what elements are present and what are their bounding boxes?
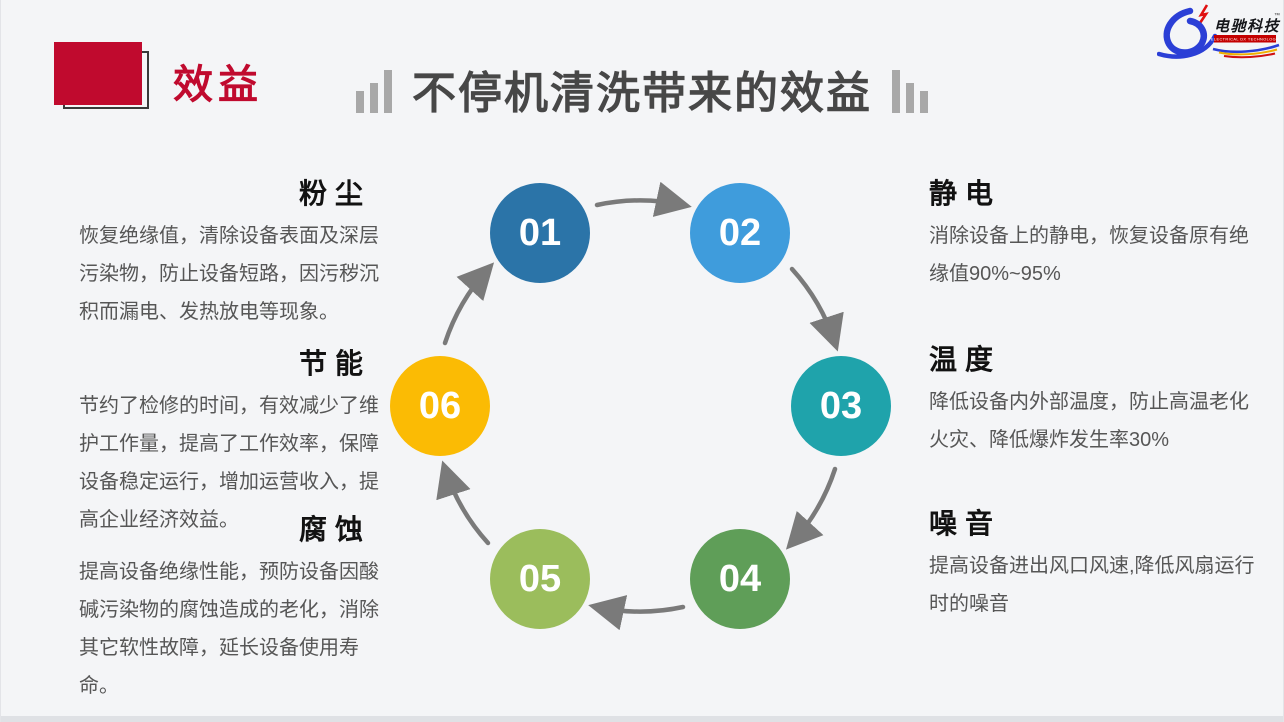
benefit-title: 温度	[929, 344, 1002, 375]
benefit-description: 节约了检修的时间，有效减少了维护工作量，提高了工作效率，保障设备稳定运行，增加运…	[79, 395, 379, 531]
title-accent-bars-right-icon	[892, 70, 928, 114]
page-title: 不停机清洗带来的效益	[412, 69, 872, 118]
benefit-block-corrosion: 腐蚀 提高设备绝缘性能，预防设备因酸碱污染物的腐蚀造成的老化，消除其它软性故障，…	[79, 508, 397, 705]
benefit-block-noise: 噪音 提高设备进出风口风速,降低风扇运行时的噪音	[929, 502, 1261, 623]
benefit-description: 恢复绝缘值，清除设备表面及深层污染物，防止设备短路，因污秽沉积而漏电、发热放电等…	[79, 225, 379, 323]
arrow-01-02	[594, 181, 692, 217]
arrow-02-03	[789, 266, 844, 352]
arrow-03-04	[785, 466, 838, 550]
benefit-block-dust: 粉尘 恢复绝缘值，清除设备表面及深层污染物，防止设备短路，因污秽沉积而漏电、发热…	[79, 172, 397, 331]
logo-brand-text: 电驰科技	[1214, 18, 1281, 35]
logo-stripe-red	[1223, 52, 1276, 59]
cycle-node-03: 03	[791, 356, 891, 456]
section-marker-block	[54, 42, 142, 105]
logo-tagline-text: ELECTRICAL DX TECHNOLOGY	[1211, 37, 1279, 42]
arrow-06-01	[442, 262, 495, 346]
arrow-05-06	[436, 460, 491, 546]
cycle-node-01: 01	[490, 183, 590, 283]
logo-tm-mark: ™	[1274, 12, 1280, 19]
benefit-block-static: 静电 消除设备上的静电，恢复设备原有绝缘值90%~95%	[929, 172, 1261, 293]
node-number: 03	[819, 384, 863, 427]
bottom-edge-strip	[1, 716, 1283, 722]
section-label: 效益	[173, 63, 263, 107]
benefit-title: 节能	[298, 348, 371, 379]
benefit-description: 提高设备进出风口风速,降低风扇运行时的噪音	[929, 555, 1255, 615]
logo-tagline-banner	[1214, 35, 1276, 43]
benefit-title: 粉尘	[298, 178, 371, 209]
benefit-title: 静电	[929, 178, 1002, 209]
lightning-icon	[1196, 4, 1209, 27]
benefit-title: 噪音	[929, 508, 1002, 539]
logo-d-swoosh	[1163, 7, 1208, 56]
node-number: 04	[718, 557, 762, 600]
benefit-block-temperature: 温度 降低设备内外部温度，防止高温老化火灾、降低爆炸发生率30%	[929, 338, 1261, 459]
node-number: 01	[518, 211, 562, 254]
cycle-node-06: 06	[390, 356, 490, 456]
node-number: 06	[418, 384, 462, 427]
benefit-description: 降低设备内外部温度，防止高温老化火灾、降低爆炸发生率30%	[929, 391, 1249, 451]
logo-stripe-blue	[1212, 43, 1280, 54]
logo-stripe-yellow	[1218, 48, 1278, 56]
company-logo: 电驰科技 ™ ELECTRICAL DX TECHNOLOGY	[1157, 4, 1281, 59]
title-accent-bars-left-icon	[356, 70, 392, 114]
title-row: 不停机清洗带来的效益	[1, 69, 1283, 118]
benefit-title: 腐蚀	[298, 514, 371, 545]
node-number: 02	[718, 211, 762, 254]
node-number: 05	[518, 557, 562, 600]
benefit-description: 提高设备绝缘性能，预防设备因酸碱污染物的腐蚀造成的老化，消除其它软性故障，延长设…	[79, 561, 379, 697]
cycle-node-04: 04	[690, 529, 790, 629]
benefit-block-energy: 节能 节约了检修的时间，有效减少了维护工作量，提高了工作效率，保障设备稳定运行，…	[79, 342, 397, 539]
arrow-04-05	[588, 595, 686, 631]
benefit-description: 消除设备上的静电，恢复设备原有绝缘值90%~95%	[929, 225, 1249, 285]
logo-tail-swoosh	[1157, 33, 1218, 59]
cycle-node-05: 05	[490, 529, 590, 629]
cycle-node-02: 02	[690, 183, 790, 283]
